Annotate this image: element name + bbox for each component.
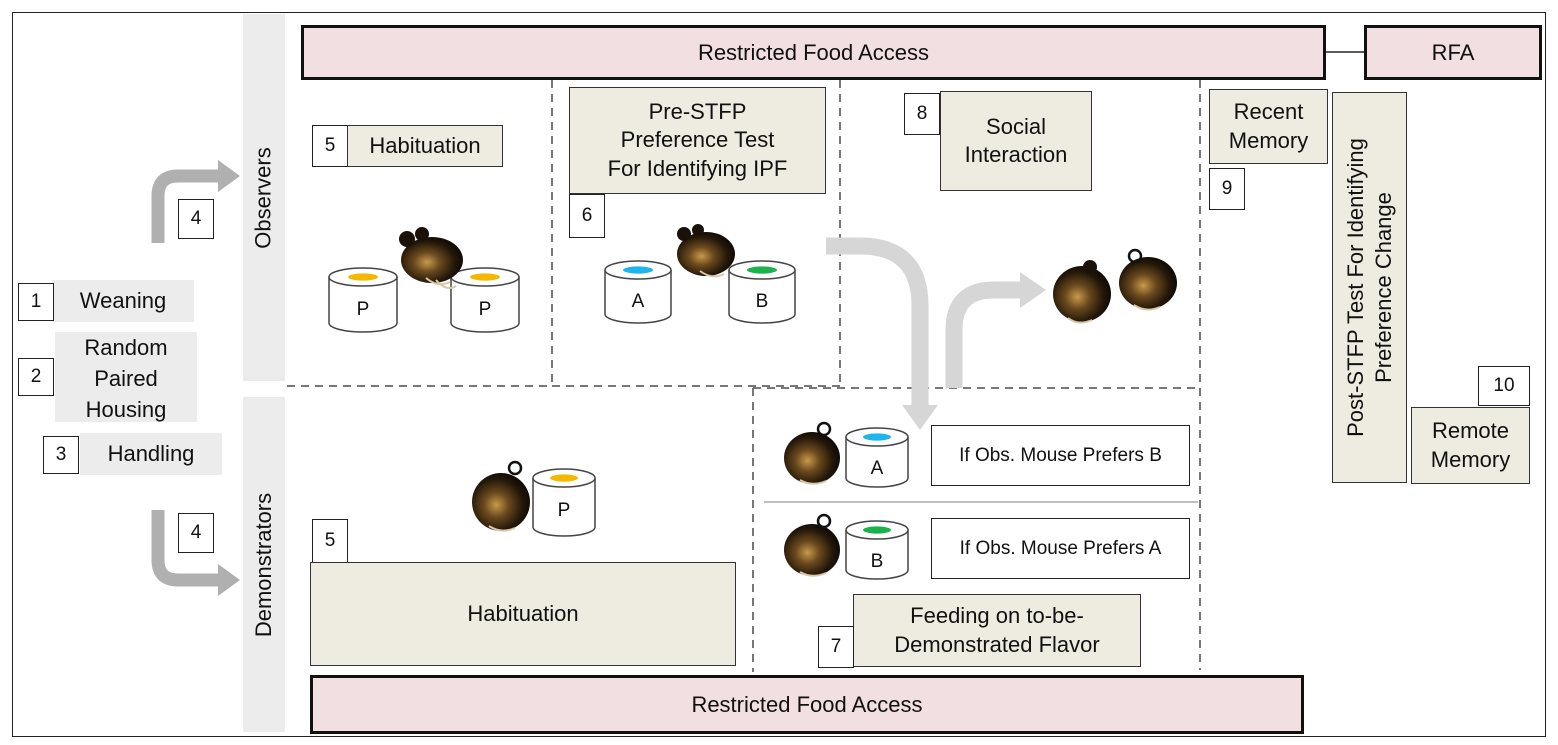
recent-line-1: Recent xyxy=(1233,99,1304,125)
pre-stfp-preference-test: Pre-STFP Preference Test For Identifying… xyxy=(569,87,826,194)
if-prefers-a-label: If Obs. Mouse Prefers A xyxy=(931,518,1190,579)
pre-stfp-line-2: Preference Test xyxy=(620,127,775,153)
cup-obs-left-icon xyxy=(328,267,398,333)
step-4-number-observers: 4 xyxy=(178,199,214,239)
demonstrators-habituation-label: Habituation xyxy=(310,562,736,666)
mouse-demo-a-icon xyxy=(784,421,840,485)
observers-habituation-label: Habituation xyxy=(347,125,503,167)
handling-band xyxy=(80,433,222,475)
observers-band: Observers xyxy=(243,14,285,381)
step-4-number-demonstrators: 4 xyxy=(178,513,214,553)
housing-band xyxy=(55,332,197,422)
cup-pref-b-letter: B xyxy=(756,291,769,312)
recent-memory-label: Recent Memory xyxy=(1209,89,1328,164)
cup-obs-right-letter: P xyxy=(479,299,492,320)
cup-demo-hab-icon xyxy=(532,468,596,537)
cup-demo-b-icon xyxy=(845,520,909,580)
if-prefers-b-label: If Obs. Mouse Prefers B xyxy=(931,425,1190,486)
cup-pref-b-icon xyxy=(728,260,796,324)
mouse-pref-test-icon xyxy=(677,224,735,278)
mouse-social-observer-icon xyxy=(1053,260,1111,324)
weaning-label: Weaning xyxy=(79,288,167,314)
handling-label: Handling xyxy=(107,441,195,467)
step-2-number: 2 xyxy=(18,358,54,396)
figure-frame xyxy=(12,12,1546,737)
weaning-band xyxy=(52,280,194,322)
flow-arrow-up-icon xyxy=(945,281,1024,388)
step-7-number: 7 xyxy=(818,626,854,668)
recent-line-2: Memory xyxy=(1228,127,1309,153)
remote-line-2: Memory xyxy=(1430,446,1511,472)
housing-line-2: Paired xyxy=(94,366,158,391)
feeding-label: Feeding on to-be- Demonstrated Flavor xyxy=(853,594,1141,667)
arrow-to-observers-icon xyxy=(151,169,222,243)
step-6-number: 6 xyxy=(569,194,605,238)
cup-pref-a-letter: A xyxy=(632,291,645,312)
step-10-number: 10 xyxy=(1478,366,1530,406)
mouse-social-demonstrator-icon xyxy=(1119,248,1177,311)
restricted-food-access-bottom: Restricted Food Access xyxy=(310,675,1304,734)
pre-stfp-line-3: For Identifying IPF xyxy=(607,155,788,181)
social-interaction-label: Social Interaction xyxy=(940,91,1092,191)
cup-demo-a-icon xyxy=(845,427,909,488)
mouse-obs-habituation-icon xyxy=(399,227,463,289)
dashed-separators xyxy=(287,80,1201,672)
feeding-line-1: Feeding on to-be- xyxy=(910,603,1084,629)
housing-line-1: Random xyxy=(84,335,168,360)
arrow-head-demonstrators-icon xyxy=(218,564,240,596)
step-8-number: 8 xyxy=(904,93,940,135)
remote-line-1: Remote xyxy=(1431,418,1510,444)
demonstrators-band: Demonstrators xyxy=(243,397,285,732)
cup-demo-b-letter: B xyxy=(871,551,884,572)
rfa-box: RFA xyxy=(1364,25,1542,80)
social-line-2: Interaction xyxy=(964,142,1068,167)
arrow-to-demonstrators-icon xyxy=(151,510,222,587)
housing-line-3: Housing xyxy=(85,397,167,422)
cup-demo-hab-letter: P xyxy=(558,500,571,521)
mouse-demo-habituation-icon xyxy=(472,460,530,532)
flow-arrow-down-icon xyxy=(826,237,929,412)
flow-arrow-down-head-icon xyxy=(902,405,938,430)
step-9-number: 9 xyxy=(1209,168,1245,210)
restricted-food-access-top: Restricted Food Access xyxy=(301,25,1326,80)
step-1-number: 1 xyxy=(18,283,54,321)
mouse-demo-b-icon xyxy=(784,513,840,577)
social-line-1: Social xyxy=(986,113,1046,139)
random-paired-housing-label: Random Paired Housing xyxy=(55,332,197,422)
arrow-head-observers-icon xyxy=(218,160,240,192)
remote-memory-label: Remote Memory xyxy=(1411,407,1530,484)
pre-stfp-line-1: Pre-STFP xyxy=(648,99,747,125)
cup-obs-right-icon xyxy=(450,267,520,333)
demonstrators-step-5-number: 5 xyxy=(312,519,348,563)
flow-arrow-up-head-icon xyxy=(1020,272,1046,308)
observers-step-5-number: 5 xyxy=(312,125,348,167)
cup-pref-a-icon xyxy=(604,260,672,324)
cup-demo-a-letter: A xyxy=(871,458,884,479)
post-stfp-test-box: Post-STFP Test For Identifying Preferenc… xyxy=(1332,92,1407,483)
step-3-number: 3 xyxy=(43,436,79,474)
cup-obs-left-letter: P xyxy=(357,299,370,320)
feeding-line-2: Demonstrated Flavor xyxy=(894,631,1100,657)
